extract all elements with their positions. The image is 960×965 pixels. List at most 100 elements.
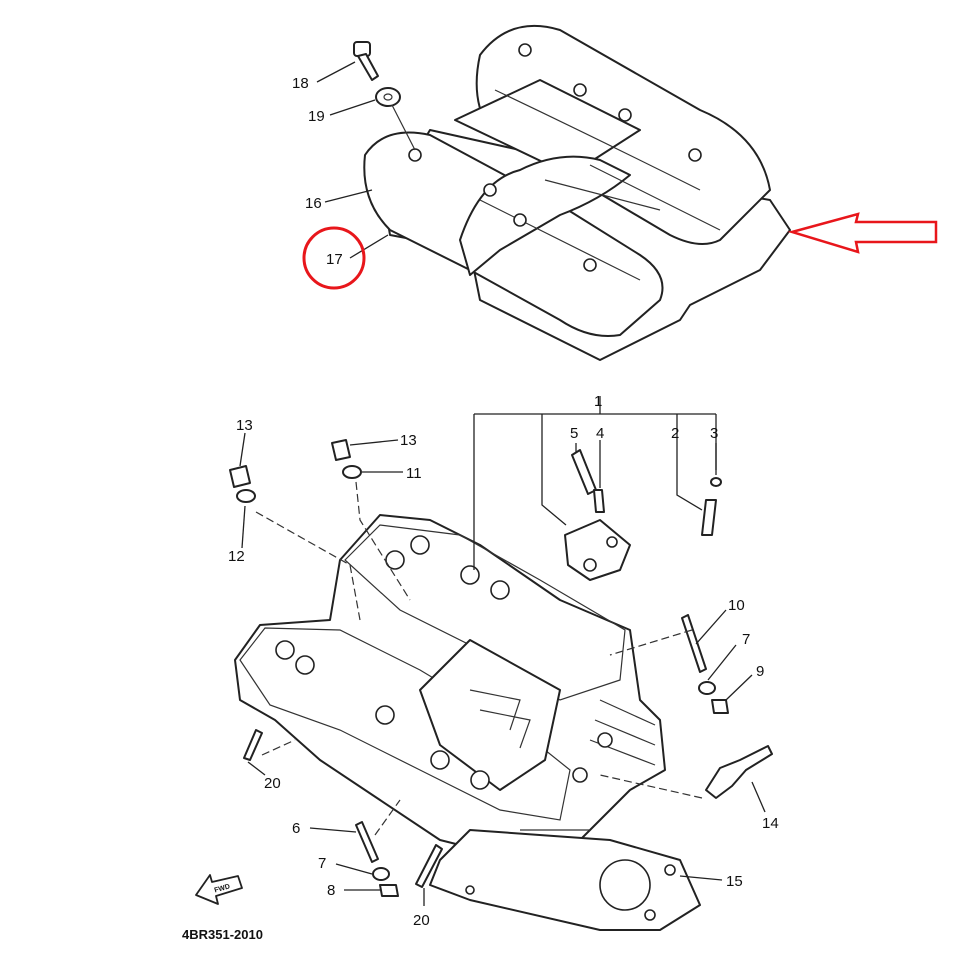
rear-head-outline	[344, 524, 626, 701]
cap-nut-13-left	[229, 465, 251, 488]
stud-10	[681, 614, 707, 673]
stud-20-bottom	[415, 844, 443, 888]
bolt-hole	[483, 183, 497, 197]
bolt-hole	[573, 83, 587, 97]
assembly-line-6	[374, 799, 401, 836]
stud-6	[355, 821, 379, 863]
leader-7-right	[707, 644, 737, 681]
valve-spring	[490, 580, 510, 600]
forward-arrow: FWD	[195, 874, 243, 905]
cover-bridge	[454, 79, 641, 176]
callout-20-bottom: 20	[413, 912, 430, 929]
valve-spring	[385, 550, 405, 570]
spark-plug-14	[705, 745, 773, 799]
valve-spring	[375, 705, 395, 725]
leader-16	[324, 189, 373, 203]
gasket-3	[710, 477, 722, 487]
callout-13-left: 13	[236, 417, 253, 434]
cover-fin-line	[589, 164, 721, 231]
callout-15: 15	[726, 873, 743, 890]
valve-spring	[410, 535, 430, 555]
callout-8: 8	[327, 882, 335, 899]
bracket-1-plug	[676, 414, 703, 511]
nut-9	[711, 699, 729, 714]
assembly-line-12	[255, 511, 361, 621]
callout-10: 10	[728, 597, 745, 614]
assembly-line-20	[261, 739, 296, 756]
highlight-arrow	[787, 212, 938, 254]
washer-7-left	[372, 867, 390, 881]
bolt-hole	[597, 732, 613, 748]
tunnel-detail	[479, 709, 531, 749]
tensioner-bolt-5	[571, 449, 597, 495]
callout-20-left: 20	[264, 775, 281, 792]
cylinder-head-assembly	[234, 514, 666, 861]
leader-12	[241, 505, 246, 549]
bolt-hole	[583, 258, 597, 272]
fwd-label: FWD	[214, 883, 231, 894]
bracket-1-tensioner	[541, 414, 567, 526]
callout-19: 19	[308, 108, 325, 125]
bolt-hole	[513, 213, 527, 227]
highlight-circle	[302, 226, 366, 290]
callout-9: 9	[756, 663, 764, 680]
callout-13-mid: 13	[400, 432, 417, 449]
leader-19-hole	[391, 104, 416, 151]
valve-spring	[295, 655, 315, 675]
callout-6: 6	[292, 820, 300, 837]
callout-7-right: 7	[742, 631, 750, 648]
cam-chain-tunnel	[419, 639, 561, 791]
callout-5: 5	[570, 425, 578, 442]
tunnel-detail	[469, 689, 521, 731]
callout-12: 12	[228, 548, 245, 565]
leader-7-left	[335, 863, 373, 875]
head-fin	[599, 699, 656, 726]
washer-11	[342, 465, 362, 479]
cover-fin-line	[544, 179, 661, 211]
tensioner-plug-2	[701, 499, 717, 536]
leader-15	[679, 875, 723, 881]
callout-16: 16	[305, 195, 322, 212]
diagram-code: 4BR351-2010	[182, 927, 263, 942]
leader-19	[329, 99, 376, 116]
assembly-line-14	[599, 774, 703, 799]
bolt-18	[353, 41, 379, 81]
cap-nut-13-mid	[331, 439, 351, 461]
washer-12	[236, 489, 256, 503]
head-cover-assembly	[363, 24, 791, 361]
leader-18	[316, 61, 356, 83]
front-head-outline	[239, 627, 571, 821]
bolt-hole	[688, 148, 702, 162]
valve-spring	[275, 640, 295, 660]
callout-7-left: 7	[318, 855, 326, 872]
bolt-hole	[408, 148, 422, 162]
leader-6	[309, 827, 357, 833]
callout-14: 14	[762, 815, 779, 832]
callout-11: 11	[406, 465, 422, 482]
callout-2: 2	[671, 425, 679, 442]
valve-spring	[430, 750, 450, 770]
leader-14	[751, 781, 766, 813]
nut-8	[379, 884, 399, 897]
leader-9	[725, 674, 753, 701]
cover-fin-line	[494, 89, 701, 191]
valve-spring	[470, 770, 490, 790]
bolt-hole	[518, 43, 532, 57]
leader-13-left	[239, 432, 246, 467]
washer-7-right	[698, 681, 716, 695]
cover-fin-line	[479, 199, 641, 281]
leader-13-mid	[349, 439, 399, 446]
callout-1: 1	[594, 393, 602, 410]
fwd-arrow-icon	[195, 874, 243, 905]
callout-4: 4	[596, 425, 604, 442]
head-gasket-15	[429, 829, 701, 931]
leader-10	[695, 609, 727, 645]
tensioner-rod-4	[593, 489, 605, 513]
tensioner-assembly	[564, 449, 722, 581]
callout-18: 18	[292, 75, 309, 92]
assembly-line-11	[355, 481, 411, 601]
washer-19	[375, 87, 401, 107]
leader-20-left	[247, 761, 266, 776]
